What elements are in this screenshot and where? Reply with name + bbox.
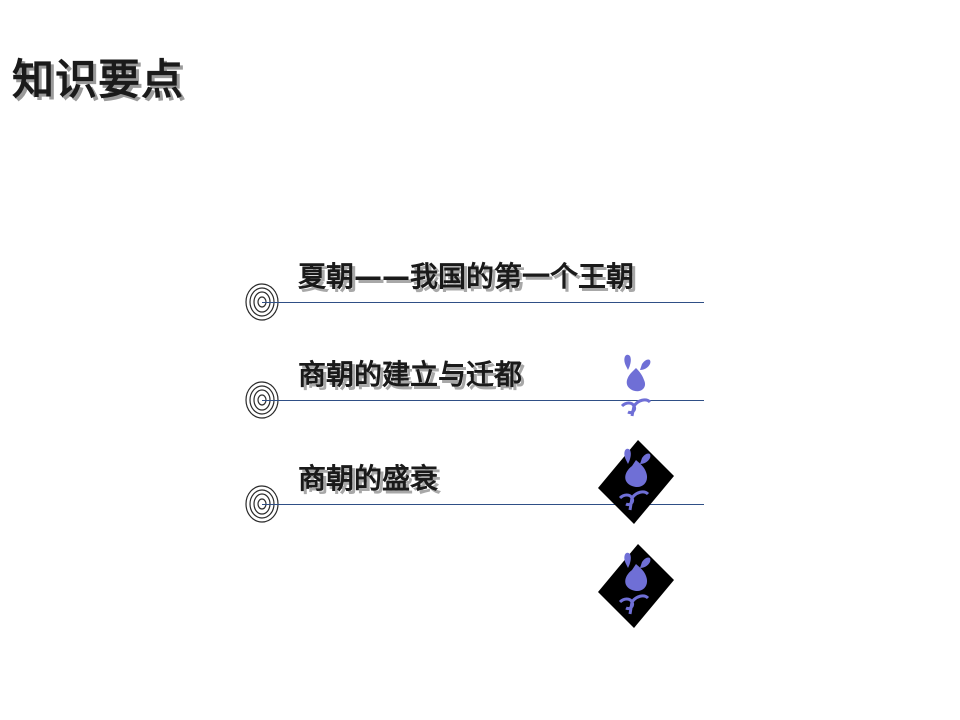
topic-item-2[interactable]: 商朝的建立与迁都 [244, 358, 704, 430]
flower-ornament-icon [620, 354, 652, 417]
flower-ornament-icon [598, 544, 674, 628]
flower-ornament-icon [598, 440, 674, 524]
topic-label-1: 夏朝——我国的第一个王朝 [298, 260, 635, 293]
topic-label-3: 商朝的盛衰 [298, 462, 439, 495]
topic-item-3[interactable]: 商朝的盛衰 [244, 462, 704, 534]
page-title: 知识要点 [12, 55, 185, 104]
divider-line [262, 400, 704, 401]
topic-item-1[interactable]: 夏朝——我国的第一个王朝 [244, 260, 704, 332]
topic-label-2: 商朝的建立与迁都 [298, 358, 523, 391]
divider-line [262, 504, 704, 505]
divider-line [262, 302, 704, 303]
